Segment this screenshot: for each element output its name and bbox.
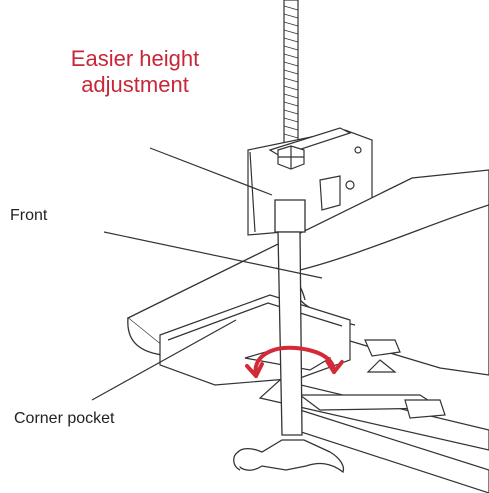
label-corner-pocket: Corner pocket — [14, 410, 115, 427]
diagram-title: Easier height adjustment — [40, 46, 230, 98]
label-front: Front — [10, 207, 48, 224]
rotation-arrow — [245, 345, 344, 378]
leader-line-title — [149, 147, 273, 196]
title-line-1: Easier height — [70, 46, 200, 71]
title-line-2: adjustment — [81, 72, 189, 97]
hex-nut — [277, 145, 305, 170]
hammer — [233, 199, 345, 474]
leader-line-corner-pocket — [91, 319, 237, 401]
curved-double-arrow-icon — [253, 345, 336, 378]
table-frame — [258, 379, 489, 493]
leader-lines — [91, 147, 323, 401]
leader-line-front — [103, 231, 323, 279]
